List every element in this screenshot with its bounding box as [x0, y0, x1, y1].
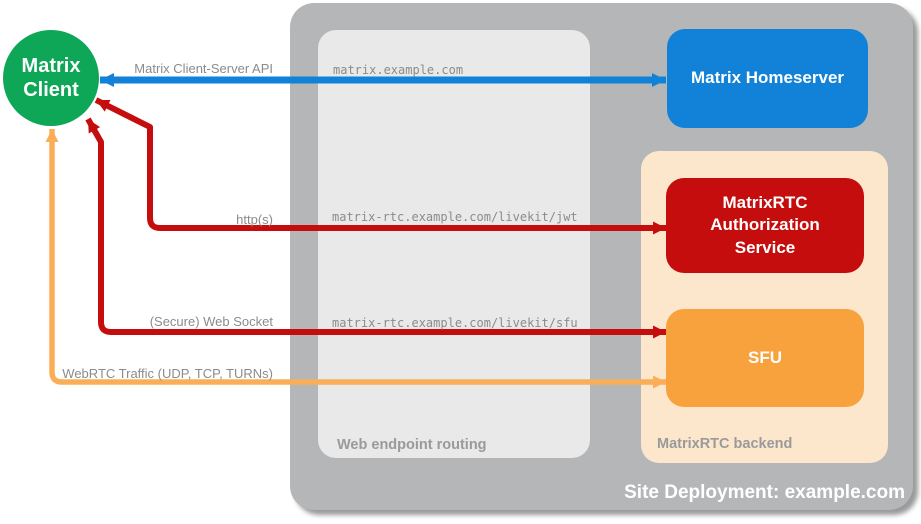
- matrix-homeserver-node: Matrix Homeserver: [667, 29, 868, 128]
- matrix-client-label-line2: Client: [23, 79, 79, 101]
- matrixrtc-auth-service-label: MatrixRTC Authorization Service: [710, 193, 820, 257]
- client-server-api-label: Matrix Client-Server API: [134, 61, 273, 76]
- matrixrtc-auth-service-node: MatrixRTC Authorization Service: [666, 178, 864, 273]
- http-label: http(s): [236, 212, 273, 227]
- matrix-client-label-line1: Matrix: [21, 55, 81, 77]
- matrix-client-node: Matrix Client: [3, 30, 99, 126]
- jwt-endpoint-text: matrix-rtc.example.com/livekit/jwt: [332, 210, 578, 224]
- matrixrtc-backend-label: MatrixRTC backend: [657, 436, 793, 452]
- matrix-homeserver-label: Matrix Homeserver: [690, 68, 845, 88]
- site-deployment-label: Site Deployment: example.com: [624, 482, 905, 503]
- web-endpoint-routing-label: Web endpoint routing: [337, 437, 487, 453]
- homeserver-endpoint-text: matrix.example.com: [333, 63, 464, 77]
- webrtc-label: WebRTC Traffic (UDP, TCP, TURNs): [62, 366, 273, 381]
- sfu-endpoint-text: matrix-rtc.example.com/livekit/sfu: [332, 316, 578, 330]
- sfu-node: SFU: [666, 309, 864, 407]
- websocket-label: (Secure) Web Socket: [149, 314, 273, 329]
- sfu-label: SFU: [748, 347, 782, 367]
- web-endpoint-routing-box: [318, 30, 590, 458]
